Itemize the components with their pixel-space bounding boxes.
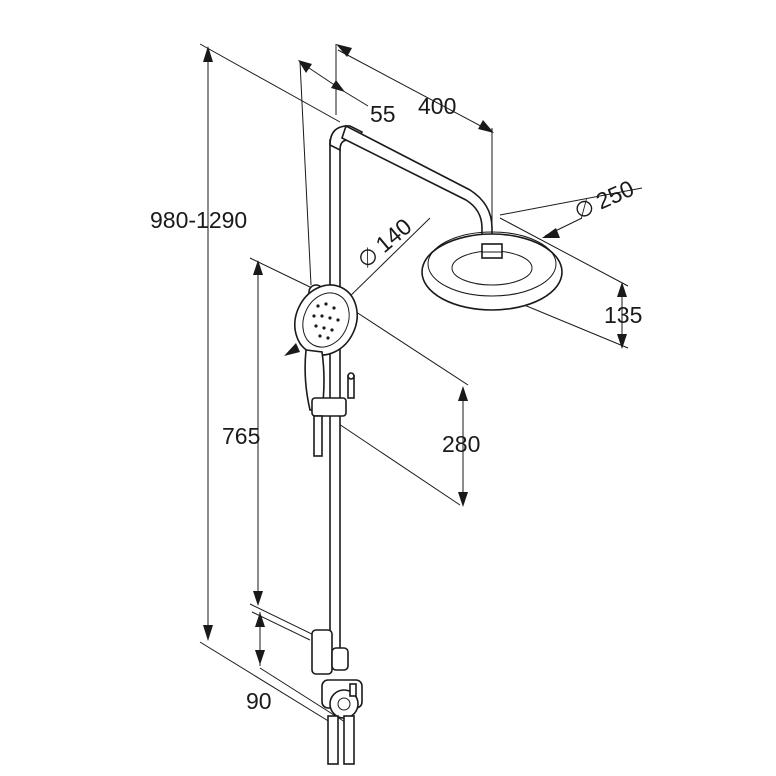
arm-length-label: 400 [418, 93, 456, 119]
slide-range-label: 280 [442, 431, 480, 457]
column-offset-label: 55 [370, 101, 396, 127]
hand-shower [294, 284, 358, 457]
mixer-valve [311, 629, 363, 765]
slide-height-label: 765 [222, 423, 260, 449]
overhead-diameter-label: 250 [592, 175, 638, 214]
dimension-labels: 980-1290 400 55 ∅ 250 135 ∅ 140 765 280 … [150, 93, 642, 714]
hand-diameter-label: 140 [370, 213, 416, 258]
overhead-diameter-symbol: ∅ [571, 194, 599, 225]
mixer-offset-label: 90 [246, 688, 272, 714]
overhead-height-label: 135 [604, 302, 642, 328]
total-height-label: 980-1290 [150, 207, 247, 233]
overhead-shower-head [421, 231, 563, 311]
dimension-lines [199, 43, 643, 723]
